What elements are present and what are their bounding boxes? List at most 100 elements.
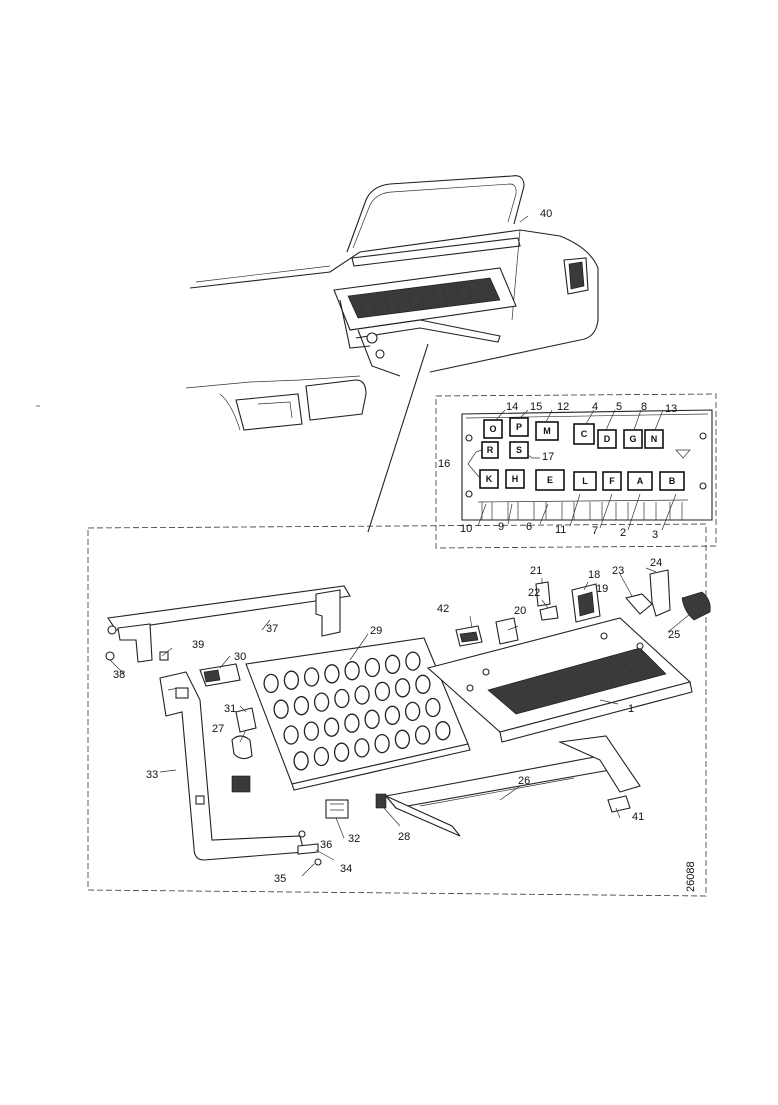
panel-hole	[344, 661, 360, 681]
fuse-key-F: F	[602, 471, 622, 491]
fuse-letter-N: N	[651, 434, 658, 444]
car-interior-sketch	[36, 175, 599, 431]
panel-hole	[394, 678, 411, 698]
callout-42: 42	[437, 603, 449, 615]
panel-hole	[384, 654, 401, 674]
fuse-letter-E: E	[547, 475, 553, 485]
panel-hole	[333, 742, 350, 762]
panel-hole	[293, 751, 309, 771]
panel-hole	[404, 701, 421, 722]
leader-line	[367, 343, 429, 533]
fuse-letter-P: P	[516, 422, 522, 432]
panel-hole	[283, 670, 300, 690]
panel-hole	[303, 721, 320, 741]
callout-16: 16	[438, 458, 450, 470]
callout-12: 12	[557, 401, 569, 413]
fuse-key-P: P	[509, 417, 529, 437]
fuse-key-R: R	[481, 441, 499, 459]
panel-holes	[263, 651, 451, 771]
callout-2: 2	[620, 527, 626, 539]
fuse-key-B: B	[659, 471, 685, 491]
fuse-letter-L: L	[582, 476, 588, 486]
panel-hole	[384, 705, 401, 725]
callout-21: 21	[530, 565, 542, 577]
callout-32: 32	[348, 833, 360, 845]
fuse-letter-M: M	[543, 426, 551, 436]
callout-30: 30	[234, 651, 246, 663]
panel-hole	[293, 696, 310, 716]
panel-hole	[374, 681, 391, 702]
callout-28: 28	[398, 831, 410, 843]
drawing-number: 26088	[685, 861, 697, 892]
fuse-letter-R: R	[487, 445, 494, 455]
panel-hole	[313, 692, 330, 712]
panel-hole	[394, 729, 411, 749]
fuse-key-S: S	[509, 441, 529, 459]
fuse-letter-A: A	[637, 476, 644, 486]
callout-20: 20	[514, 605, 526, 617]
callout-40: 40	[540, 208, 552, 220]
callout-37: 37	[266, 623, 278, 635]
callout-39: 39	[192, 639, 204, 651]
fuse-key-H: H	[505, 469, 525, 489]
exploded-components	[105, 569, 711, 866]
callout-38: 38	[113, 669, 125, 681]
callout-8: 8	[641, 401, 647, 413]
panel-hole	[334, 688, 350, 709]
callout-24: 24	[650, 557, 662, 569]
callout-5: 5	[616, 401, 622, 413]
detail-frame	[435, 393, 717, 549]
detail-leaders	[467, 409, 677, 531]
callout-11: 11	[555, 524, 566, 536]
callout-leaders	[109, 215, 691, 877]
callout-18: 18	[588, 569, 600, 581]
callout-14: 14	[506, 401, 518, 413]
callout-13: 13	[665, 403, 677, 415]
panel-hole	[435, 721, 451, 741]
fuse-key-M: M	[535, 421, 559, 441]
fuse-letter-H: H	[512, 474, 519, 484]
callout-10: 10	[460, 523, 472, 535]
panel-hole	[323, 717, 340, 737]
callout-9: 9	[498, 521, 504, 533]
callout-3: 3	[652, 529, 658, 541]
callout-4: 4	[592, 401, 598, 413]
panel-hole	[324, 664, 340, 684]
fuse-key-K: K	[479, 469, 499, 489]
callout-27: 27	[212, 723, 224, 735]
panel-hole	[354, 738, 370, 758]
panel-hole	[425, 697, 441, 718]
panel-hole	[364, 709, 380, 729]
fuse-letter-K: K	[486, 474, 493, 484]
callout-15: 15	[530, 401, 542, 413]
panel-hole	[283, 725, 299, 745]
fuse-key-L: L	[573, 471, 597, 491]
fuse-key-O: O	[483, 419, 503, 439]
fuse-letter-D: D	[604, 434, 611, 444]
callout-41: 41	[632, 811, 644, 823]
callout-17: 17	[542, 451, 554, 463]
exploded-view-frame	[87, 523, 707, 897]
panel-hole	[273, 699, 289, 719]
callout-6: 6	[526, 521, 532, 533]
panel-hole	[313, 746, 330, 767]
callout-36: 36	[320, 839, 332, 851]
panel-hole	[414, 725, 431, 745]
callout-1: 1	[628, 703, 634, 715]
panel-hole	[344, 713, 360, 733]
panel-hole	[263, 673, 279, 694]
callout-25: 25	[668, 629, 680, 641]
fuse-letter-G: G	[629, 434, 636, 444]
callout-23: 23	[612, 565, 624, 577]
panel-hole	[374, 733, 390, 754]
panel-hole	[303, 667, 320, 687]
fuse-key-A: A	[627, 471, 653, 491]
callout-26: 26	[518, 775, 530, 787]
callout-31: 31	[224, 703, 236, 715]
fuse-letter-F: F	[609, 476, 615, 486]
callout-19: 19	[596, 583, 608, 595]
panel-hole	[405, 651, 421, 671]
fuse-key-C: C	[573, 423, 595, 445]
callout-33: 33	[146, 769, 158, 781]
